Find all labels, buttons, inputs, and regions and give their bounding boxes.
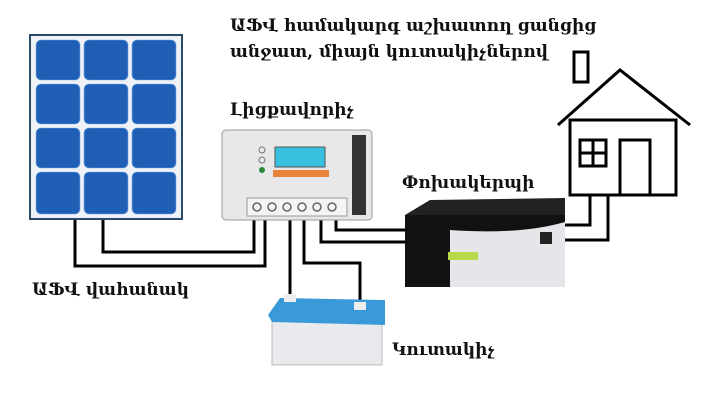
- panel-label: ԱՖՎ վահանակ: [32, 280, 189, 300]
- wire-battery-pos: [302, 215, 362, 305]
- wire-house-1: [560, 195, 592, 227]
- controller-label: Լիցքավորիչ: [230, 100, 354, 120]
- solar-panel: [29, 34, 183, 220]
- wire-panel-neg: [73, 215, 267, 268]
- charge-controller: [221, 129, 373, 221]
- title-line-2: անջատ, միայն կուտակիչներով: [230, 42, 549, 62]
- wire-inverter-1: [319, 215, 410, 244]
- battery: [268, 294, 385, 366]
- inverter-label: Փոխակերպի: [402, 173, 535, 193]
- title-line-1: ԱՖՎ համակարգ աշխատող ցանցից: [230, 16, 597, 36]
- wire-house-2: [565, 195, 610, 242]
- wire-panel-pos: [101, 215, 256, 254]
- house: [557, 50, 691, 197]
- inverter: [405, 198, 565, 287]
- battery-label: Կուտակիչ: [392, 340, 495, 360]
